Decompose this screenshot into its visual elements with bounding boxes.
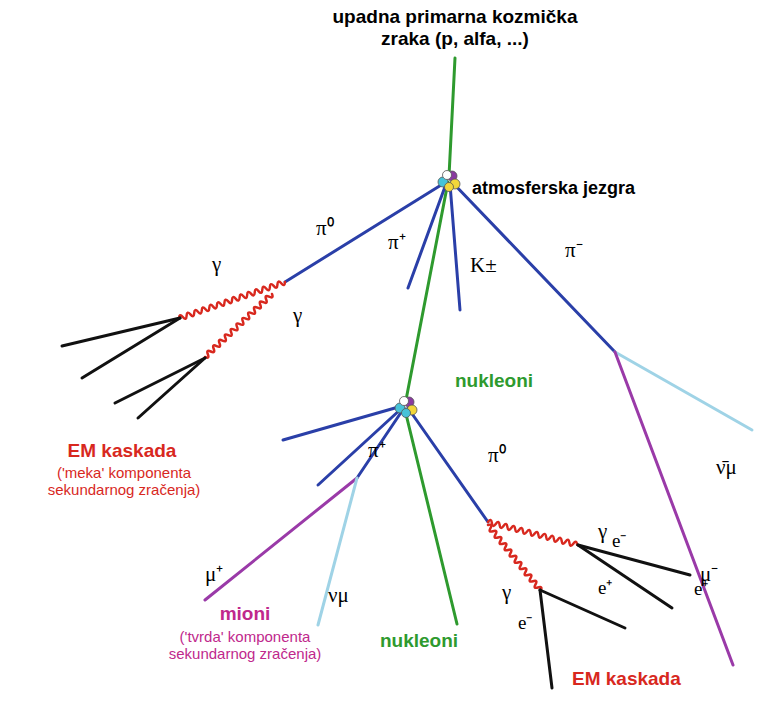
particle-label: μ⁻ <box>700 562 718 586</box>
particle-label: γ <box>598 519 607 543</box>
particle-label: e⁻ <box>518 612 532 634</box>
particle-label: π⁰ <box>316 216 334 240</box>
particle-label: e⁻ <box>612 530 626 552</box>
cascade-note: ('meka' komponenta sekundarnog zračenja) <box>37 464 212 499</box>
nucleon-label: nukleoni <box>455 370 533 392</box>
nucleus-label: atmosferska jezgra <box>472 178 635 199</box>
muon-note: ('tvrda' komponenta sekundarnog zračenja… <box>153 628 338 663</box>
nucleon-label: nukleoni <box>380 630 458 652</box>
particle-label: νμ <box>328 583 349 607</box>
particle-label: γ <box>293 303 302 327</box>
particle-label: π⁺ <box>368 438 386 462</box>
particle-label: e⁺ <box>598 577 612 599</box>
particle-label: γ <box>502 580 511 604</box>
particle-label: ν̄μ <box>716 455 737 479</box>
particle-label: μ⁺ <box>205 562 223 586</box>
muon-label: mioni <box>220 603 271 625</box>
particle-label: K± <box>470 253 497 277</box>
cascade-label: EM kaskada <box>68 440 177 462</box>
source-label: upadna primarna kozmička zraka (p, alfa,… <box>330 6 580 50</box>
particle-label: π⁰ <box>488 443 506 467</box>
particle-label: π⁺ <box>388 230 406 254</box>
particle-label: π⁻ <box>565 238 583 262</box>
particle-label: γ <box>212 252 221 276</box>
cascade-label: EM kaskada <box>572 668 681 690</box>
